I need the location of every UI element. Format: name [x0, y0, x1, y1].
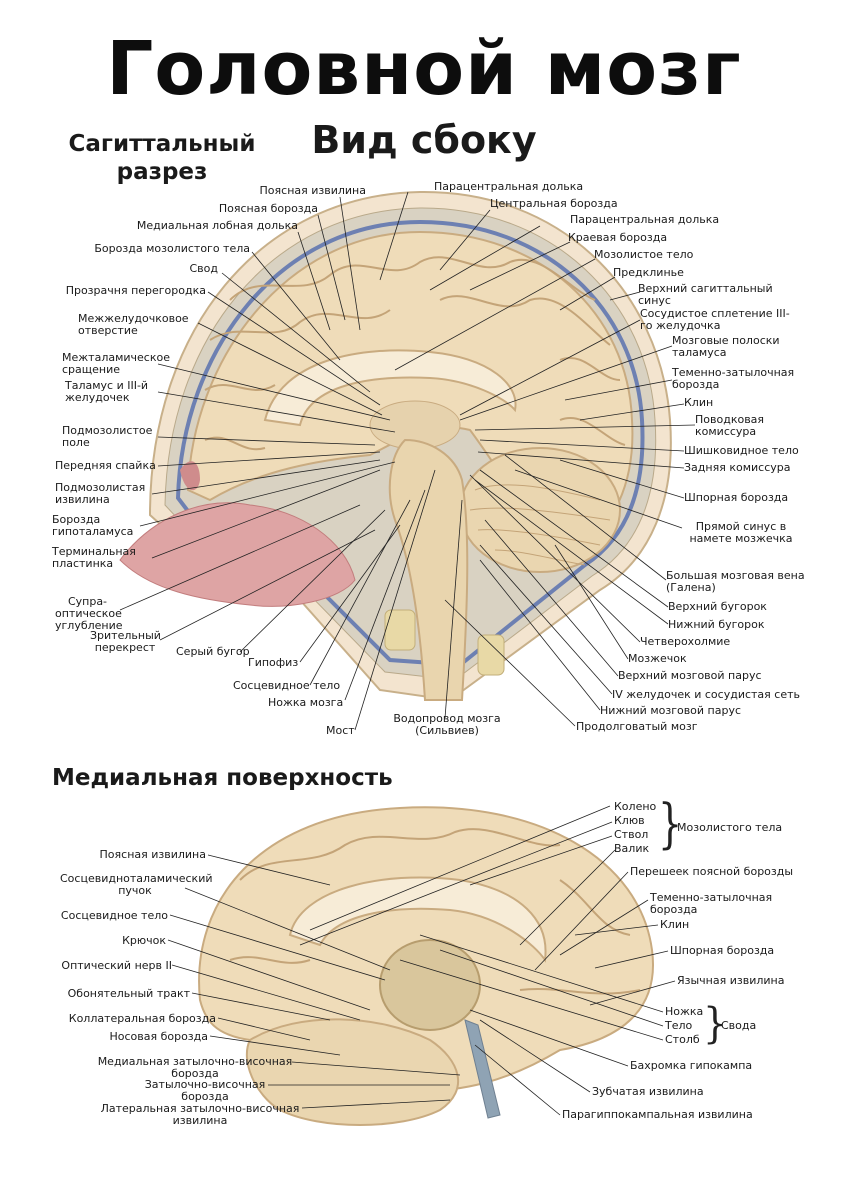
label-posterior-commissure: Задняя комиссура — [684, 461, 791, 474]
label-tuber-cinereum: Серый бугор — [176, 645, 250, 658]
label-pineal-body: Шишковидное тело — [684, 444, 799, 457]
label-lateral-occipitotemporal-gyrus: Латеральная затылочно-височная извилина — [100, 1102, 300, 1127]
corpus-callosum-brace: } — [658, 793, 683, 855]
label-pituitary: Гипофиз — [248, 656, 299, 669]
label-fourth-ventricle: IV желудочек и сосудистая сеть — [612, 688, 800, 701]
label-fornix-column: Столб — [665, 1033, 700, 1046]
label-stria-medullaris-thalami: Мозговые полоски таламуса — [672, 334, 780, 359]
label-great-cerebral-vein: Большая мозговая вена (Галена) — [666, 569, 805, 594]
label-corpus-callosum-group: Мозолистого тела — [677, 821, 783, 834]
label-parieto-occipital-sulcus: Теменно-затылочная борозда — [672, 366, 795, 391]
label-cerebral-aqueduct: Водопровод мозга (Сильвиев) — [393, 712, 501, 737]
label-m-parieto-occipital-sulcus: Теменно-затылочная борозда — [650, 891, 773, 916]
page-title: Головной мозг — [106, 26, 742, 112]
label-corpus-callosum: Мозолистое тело — [594, 248, 694, 261]
label-m-cingulate-gyrus: Поясная извилина — [99, 848, 206, 861]
label-optic-chiasm: Зрительный перекрест — [90, 629, 161, 654]
label-inferior-colliculus: Нижний бугорок — [668, 618, 765, 631]
section-sagittal-heading: Сагиттальный разрез — [68, 131, 256, 185]
label-quadrigeminal-plate: Четверохолмие — [640, 635, 731, 648]
label-genu: Колено — [614, 800, 657, 813]
label-splenium: Валик — [614, 842, 650, 855]
label-pons: Мост — [326, 724, 355, 737]
label-cerebral-peduncle: Ножка мозга — [268, 696, 344, 709]
label-dentate-gyrus: Зубчатая извилина — [592, 1085, 704, 1098]
label-m-cuneus: Клин — [660, 918, 690, 931]
label-straight-sinus: Прямой синус в намете мозжечка — [689, 520, 793, 545]
label-supraoptic-recess: Супра- оптическое углубление — [55, 595, 123, 632]
medial-leader-lines — [167, 805, 676, 1116]
label-collateral-sulcus: Коллатеральная борозда — [68, 1012, 216, 1025]
fornix-brace: } — [703, 998, 728, 1048]
label-inferior-medullary-velum: Нижний мозговой парус — [600, 704, 742, 717]
label-rhinal-sulcus: Носовая борозда — [109, 1030, 208, 1043]
label-interthalamic-adhesion: Межталамическое сращение — [62, 351, 170, 376]
label-fimbria-hippocampi: Бахромка гипокампа — [630, 1059, 753, 1072]
label-fornix-group: Свода — [721, 1019, 757, 1032]
label-mammillothalamic-tract: Сосцевидноталамический пучок — [60, 872, 213, 897]
section-medial-heading: Медиальная поверхность — [52, 765, 393, 791]
label-superior-colliculus: Верхний бугорок — [668, 600, 767, 613]
label-choroid-plexus-third-ventricle: Сосудистое сплетение III-го желудочка — [640, 307, 790, 332]
label-hypothalamic-sulcus: Борозда гипоталамуса — [52, 513, 134, 538]
label-cingulate-sulcus: Поясная борозда — [218, 202, 318, 215]
label-m-mammillary-body: Сосцевидное тело — [60, 909, 168, 922]
label-cuneus: Клин — [684, 396, 714, 409]
label-thalamus-third-ventricle: Таламус и III-й желудочек — [65, 379, 149, 404]
label-mammillary-body: Сосцевидное тело — [233, 679, 341, 692]
label-subcallosal-area: Подмозолистое поле — [62, 424, 153, 449]
label-paracentral-lobule-1: Парацентральная долька — [434, 180, 584, 193]
label-fornix-crus: Ножка — [665, 1005, 704, 1018]
label-lamina-terminalis: Терминальная пластинка — [52, 545, 136, 570]
label-superior-sagittal-sinus: Верхний сагиттальный синус — [638, 282, 773, 307]
label-optic-nerve: Оптический нерв II — [61, 959, 172, 972]
label-uncus: Крючок — [122, 934, 166, 947]
label-rostrum: Клюв — [614, 814, 645, 827]
medial-surface-illustration — [198, 806, 654, 1126]
label-medial-frontal-gyrus: Медиальная лобная долька — [136, 219, 298, 232]
label-septum-pellucidum: Прозрачня перегородка — [65, 284, 206, 297]
label-callosal-sulcus: Борозда мозолистого тела — [94, 242, 250, 255]
label-lingual-gyrus: Язычная извилина — [677, 974, 785, 987]
label-calcarine-sulcus: Шпорная борозда — [684, 491, 789, 504]
label-olfactory-tract: Обонятельный тракт — [67, 987, 190, 1000]
sagittal-leader-lines — [119, 191, 696, 731]
label-anterior-commissure: Передняя спайка — [55, 459, 156, 472]
label-cingulate-gyrus: Поясная извилина — [259, 184, 366, 197]
label-central-sulcus: Центральная борозда — [490, 197, 618, 210]
label-fornix-body: Тело — [665, 1019, 693, 1032]
label-precuneus: Предклинье — [613, 266, 684, 279]
page-subtitle: Вид сбоку — [311, 118, 537, 162]
label-fornix: Свод — [189, 262, 219, 275]
label-interventricular-foramen: Межжелудочковое отверстие — [78, 312, 189, 337]
label-subcallosal-gyrus: Подмозолистая извилина — [55, 481, 146, 506]
label-superior-medullary-velum: Верхний мозговой парус — [618, 669, 762, 682]
label-medial-occipitotemporal-sulcus: Медиальная затылочно-височная борозда — [97, 1055, 293, 1080]
label-occipitotemporal-sulcus: Затылочно-височная борозда — [144, 1078, 266, 1103]
label-medulla-oblongata: Продолговатый мозг — [576, 720, 698, 733]
label-paracentral-lobule-2: Парацентральная долька — [570, 213, 720, 226]
label-cerebellum: Мозжечок — [628, 652, 687, 665]
label-habenular-commissure: Поводковая комиссура — [695, 413, 765, 438]
label-m-calcarine-sulcus: Шпорная борозда — [670, 944, 775, 957]
label-isthmus-cingulate: Перешеек поясной борозды — [630, 865, 794, 878]
label-parahippocampal-gyrus: Парагиппокампальная извилина — [562, 1108, 753, 1121]
label-trunk: Ствол — [614, 828, 649, 841]
label-marginal-sulcus: Краевая борозда — [568, 231, 668, 244]
